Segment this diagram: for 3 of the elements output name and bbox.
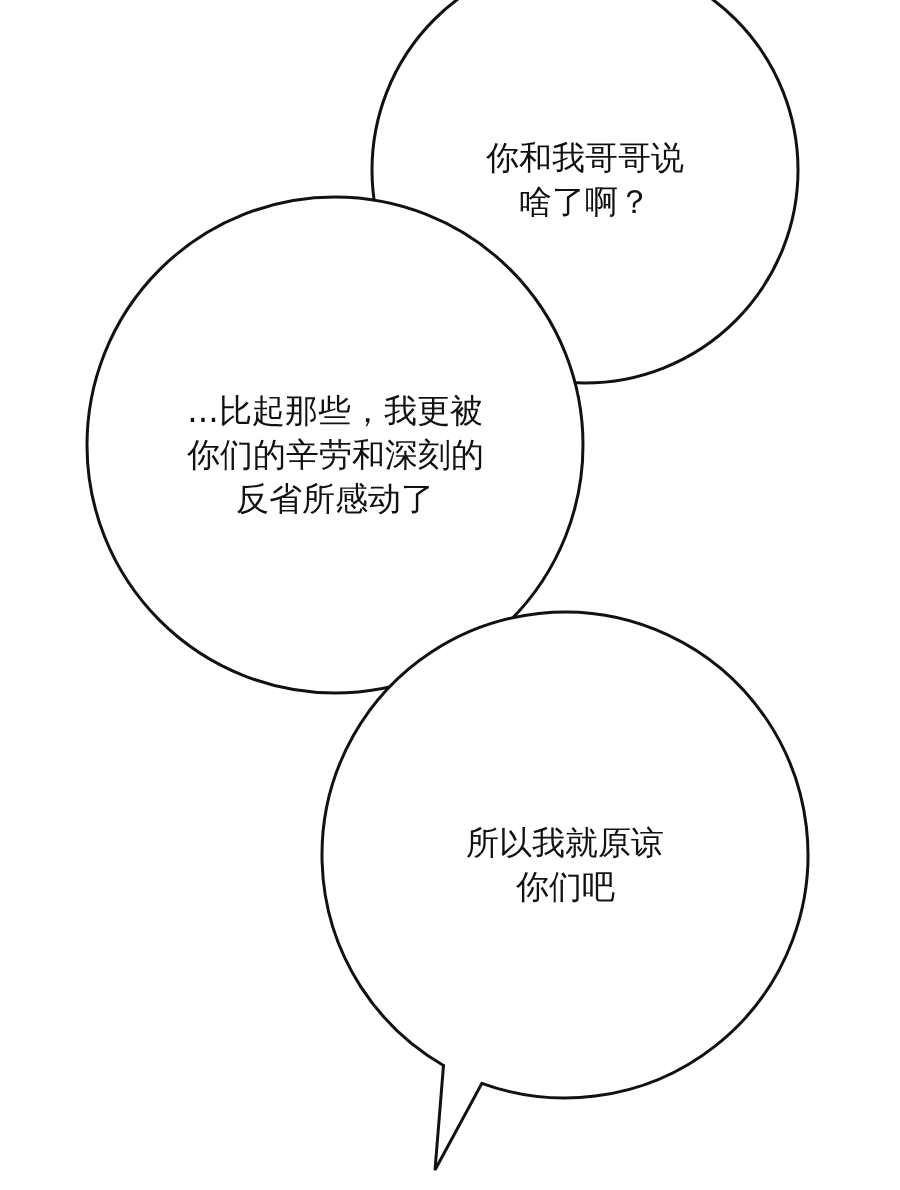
- dialogue-text: 所以我就原谅你们吧: [465, 822, 665, 908]
- dialogue-text: 你和我哥哥说啥了啊？: [485, 137, 685, 223]
- dialogue-text: ...比起那些，我更被你们的辛劳和深刻的反省所感动了: [185, 390, 485, 520]
